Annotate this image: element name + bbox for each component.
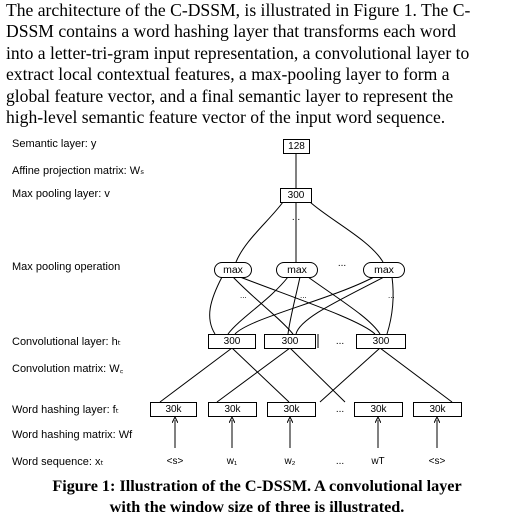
word-token: <s> <box>166 456 184 467</box>
word-token: w₂ <box>284 456 296 467</box>
semantic-layer-box: 128 <box>283 139 310 154</box>
max-pooling-operation-label: Max pooling operation <box>12 261 121 273</box>
caption-line: Figure 1: Illustration of the C-DSSM. A … <box>52 477 462 495</box>
ellipsis: ... <box>335 336 345 347</box>
body-paragraph: The architecture of the C-DSSM, is illus… <box>6 0 508 128</box>
hashing-layer-box: 30k <box>208 402 257 417</box>
paragraph-line: into a letter-tri-gram input representat… <box>6 42 470 63</box>
hashing-layer-box: 30k <box>413 402 462 417</box>
pooling-layer-box: 300 <box>280 188 312 203</box>
max-node: max <box>214 262 252 278</box>
hashing-layer-box: 30k <box>354 402 403 417</box>
semantic-layer-label: Semantic layer: y <box>12 138 97 150</box>
affine-matrix-label: Affine projection matrix: Wₛ <box>12 165 145 177</box>
caption-line: with the window size of three is illustr… <box>109 498 405 516</box>
word-token: <s> <box>428 456 446 467</box>
conv-layer-label: Convolutional layer: hₜ <box>12 336 122 348</box>
conv-layer-box: 300 <box>356 334 406 349</box>
max-node: max <box>276 262 318 278</box>
conv-matrix-label: Convolution matrix: W꜀ <box>12 363 124 375</box>
paragraph-line: The architecture of the C-DSSM, is illus… <box>6 0 471 20</box>
paragraph-line: high-level semantic feature vector of th… <box>6 107 446 128</box>
figure-caption: Figure 1: Illustration of the C-DSSM. A … <box>0 476 514 518</box>
ellipsis: ... <box>291 212 301 223</box>
svg-text:...: ... <box>388 291 395 300</box>
hashing-layer-box: 30k <box>267 402 316 417</box>
paragraph-line: DSSM contains a word hashing layer that … <box>6 21 457 42</box>
max-node: max <box>363 262 405 278</box>
ellipsis: ... <box>337 258 347 269</box>
paragraph-line: global feature vector, and a final seman… <box>6 85 454 106</box>
svg-text:...: ... <box>240 291 247 300</box>
svg-text:...: ... <box>300 291 307 300</box>
conv-layer-box: 300 <box>208 334 256 349</box>
paragraph-line: extract local contextual features, a max… <box>6 64 450 85</box>
ellipsis: ... <box>335 404 345 415</box>
word-hashing-matrix-label: Word hashing matrix: Wf <box>12 429 133 441</box>
word-token: w₁ <box>226 456 238 467</box>
word-hashing-layer-label: Word hashing layer: fₜ <box>12 404 119 416</box>
max-pooling-layer-label: Max pooling layer: v <box>12 188 110 200</box>
conv-layer-box: 300 <box>264 334 316 349</box>
hashing-layer-box: 30k <box>150 402 197 417</box>
word-token: wT <box>371 456 385 467</box>
ellipsis: ... <box>335 456 345 467</box>
word-sequence-label: Word sequence: xₜ <box>12 456 104 468</box>
